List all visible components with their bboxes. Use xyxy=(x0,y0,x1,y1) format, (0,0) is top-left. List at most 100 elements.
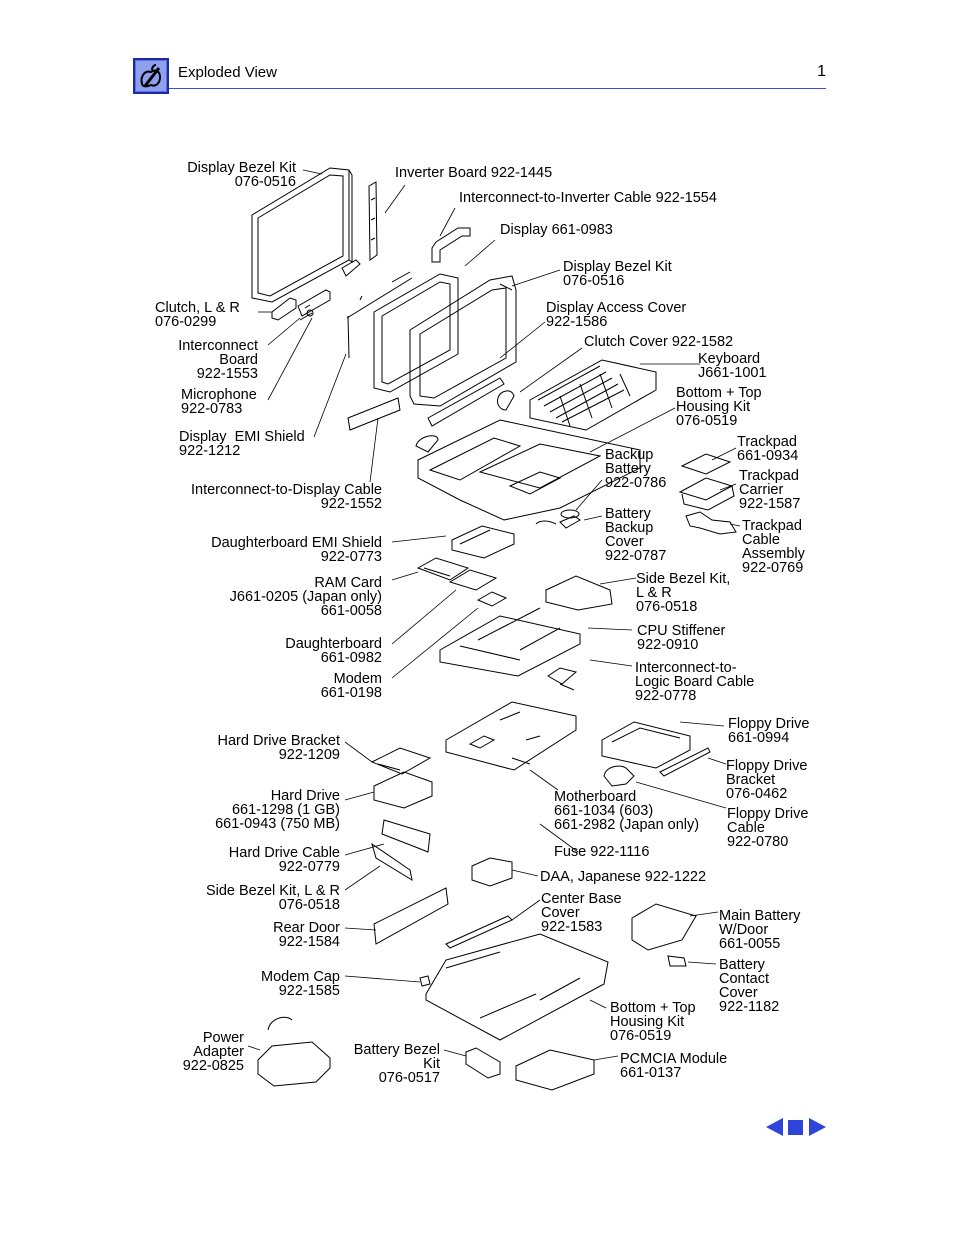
hard-drive-part xyxy=(373,771,433,809)
power-adapter-part xyxy=(257,1016,331,1087)
label-clutch-cover: Clutch Cover 922-1582 xyxy=(584,334,734,350)
clutch-cover-part xyxy=(497,390,515,411)
hard-drive-cable-part xyxy=(381,819,431,853)
display-bezel-back-part xyxy=(251,167,353,303)
triangle-left-icon[interactable] xyxy=(765,1117,785,1137)
main-battery-part xyxy=(631,903,697,951)
label-daughterboard: Daughterboard 661-0982 xyxy=(285,636,382,666)
label-floppy-drive: Floppy Drive 661-0994 xyxy=(728,716,810,746)
inverter-board-part xyxy=(368,181,378,261)
label-fuse: Fuse 922-1116 xyxy=(554,844,650,860)
microphone-part xyxy=(306,309,314,317)
square-home-icon[interactable] xyxy=(787,1117,805,1137)
label-microphone: Microphone 922-0783 xyxy=(181,387,257,417)
label-interconnect-display-cable: Interconnect-to-Display Cable 922-1552 xyxy=(190,482,382,512)
floppy-drive-part xyxy=(601,721,691,769)
display-emi-shield-part xyxy=(347,397,401,431)
label-rear-door: Rear Door 922-1584 xyxy=(273,920,340,950)
trackpad-carrier-part xyxy=(678,477,735,511)
inverter-cable-part xyxy=(431,227,471,263)
label-modem-cap: Modem Cap 922-1585 xyxy=(261,969,340,999)
keyboard-part xyxy=(529,359,657,431)
header-divider xyxy=(169,88,826,89)
side-bezel-kit-lower-part xyxy=(371,842,413,882)
daughterboard-emi-shield-part xyxy=(451,525,515,559)
label-daa-japanese: DAA, Japanese 922-1222 xyxy=(540,869,707,885)
label-modem: Modem 661-0198 xyxy=(320,671,382,701)
label-battery-bezel-kit: Battery Bezel Kit 076-0517 xyxy=(353,1042,440,1086)
label-trackpad: Trackpad 661-0934 xyxy=(737,434,799,464)
battery-backup-cover-part xyxy=(559,515,581,529)
label-backup-battery: Backup Battery 922-0786 xyxy=(605,447,667,491)
label-cpu-stiffener: CPU Stiffener 922-0910 xyxy=(637,623,726,653)
apple-service-logo-icon xyxy=(133,58,169,94)
label-side-bezel-kit-lower: Side Bezel Kit, L & R 076-0518 xyxy=(205,883,340,913)
clutch-right-part xyxy=(341,259,361,277)
daughterboard-part xyxy=(448,569,498,591)
interconnect-board-part xyxy=(297,289,331,317)
top-housing-part xyxy=(417,419,641,521)
label-motherboard: Motherboard 661-1034 (603) 661-2982 (Jap… xyxy=(554,789,700,833)
clutch-part xyxy=(271,297,297,321)
label-interconnect-logic-cable: Interconnect-to- Logic Board Cable 922-0… xyxy=(635,660,755,704)
backup-battery-part xyxy=(560,509,580,519)
label-display-bezel-kit-2: Display Bezel Kit 076-0516 xyxy=(563,259,672,289)
label-floppy-drive-bracket: Floppy Drive Bracket 076-0462 xyxy=(726,758,808,802)
label-hard-drive-bracket: Hard Drive Bracket 922-1209 xyxy=(217,733,340,763)
label-ram-card: RAM Card J661-0205 (Japan only) 661-0058 xyxy=(229,575,382,619)
label-clutch-lr: Clutch, L & R 076-0299 xyxy=(155,300,240,330)
floppy-cable-part xyxy=(603,765,635,787)
display-panel-part xyxy=(373,273,459,393)
triangle-right-icon[interactable] xyxy=(807,1117,827,1137)
label-battery-backup-cover: Battery Backup Cover 922-0787 xyxy=(605,506,667,564)
leader-lines xyxy=(247,169,741,1061)
page-title: Exploded View xyxy=(178,64,277,81)
battery-bezel-kit-part xyxy=(465,1047,501,1079)
battery-contact-cover-part xyxy=(667,955,687,967)
label-display-bezel-kit: Display Bezel Kit 076-0516 xyxy=(187,160,296,190)
label-floppy-drive-cable: Floppy Drive Cable 922-0780 xyxy=(727,806,809,850)
label-trackpad-carrier: Trackpad Carrier 922-1587 xyxy=(739,468,801,512)
display-access-cover-part xyxy=(427,377,505,427)
label-display-access-cover: Display Access Cover 922-1586 xyxy=(546,300,687,330)
cpu-stiffener-part xyxy=(439,607,581,677)
page-header: Exploded View 1 xyxy=(133,58,826,94)
bottom-housing-part xyxy=(425,933,609,1041)
label-hard-drive-cable: Hard Drive Cable 922-0779 xyxy=(228,845,340,875)
display-bezel-front-part xyxy=(409,275,517,407)
label-keyboard: Keyboard J661-1001 xyxy=(698,351,767,381)
trackpad-part xyxy=(680,453,732,475)
rear-door-part xyxy=(373,887,449,945)
label-power-adapter: Power Adapter 922-0825 xyxy=(182,1030,244,1074)
page-number: 1 xyxy=(817,63,826,80)
motherboard-part xyxy=(445,701,577,771)
side-bezel-kit-part xyxy=(545,575,613,611)
label-trackpad-cable-assembly: Trackpad Cable Assembly 922-0769 xyxy=(742,518,805,576)
label-display-emi-shield: Display EMI Shield 922-1212 xyxy=(179,429,305,459)
label-bottom-top-housing-kit-2: Bottom + Top Housing Kit 076-0519 xyxy=(610,1000,696,1044)
pcmcia-module-part xyxy=(515,1049,595,1091)
floppy-drive-bracket-part xyxy=(659,747,711,777)
label-hard-drive: Hard Drive 661-1298 (1 GB) 661-0943 (750… xyxy=(215,788,340,832)
trackpad-cable-part xyxy=(685,511,737,535)
label-interconnect-inverter-cable: Interconnect-to-Inverter Cable 922-1554 xyxy=(459,190,717,206)
modem-cap-part xyxy=(419,975,431,987)
label-battery-contact-cover: Battery Contact Cover 922-1182 xyxy=(719,957,780,1015)
interconnect-logic-cable-part xyxy=(547,667,578,691)
label-center-base-cover: Center Base Cover 922-1583 xyxy=(541,891,622,935)
label-side-bezel-kit: Side Bezel Kit, L & R 076-0518 xyxy=(636,571,731,615)
ram-card-part xyxy=(416,557,470,581)
label-interconnect-board: Interconnect Board 922-1553 xyxy=(178,338,258,382)
hard-drive-bracket-part xyxy=(370,747,432,775)
label-display: Display 661-0983 xyxy=(500,222,613,238)
label-pcmcia-module: PCMCIA Module 661-0137 xyxy=(620,1051,728,1081)
label-inverter-board: Inverter Board 922-1445 xyxy=(395,165,553,181)
modem-part xyxy=(476,591,508,607)
label-main-battery: Main Battery W/Door 661-0055 xyxy=(719,908,801,952)
label-bottom-top-housing-kit: Bottom + Top Housing Kit 076-0519 xyxy=(676,385,762,429)
center-base-cover-part xyxy=(445,915,513,949)
daa-japanese-part xyxy=(471,857,513,887)
display-emi-frame-part xyxy=(346,271,413,359)
label-daughterboard-emi-shield: Daughterboard EMI Shield 922-0773 xyxy=(211,535,382,565)
